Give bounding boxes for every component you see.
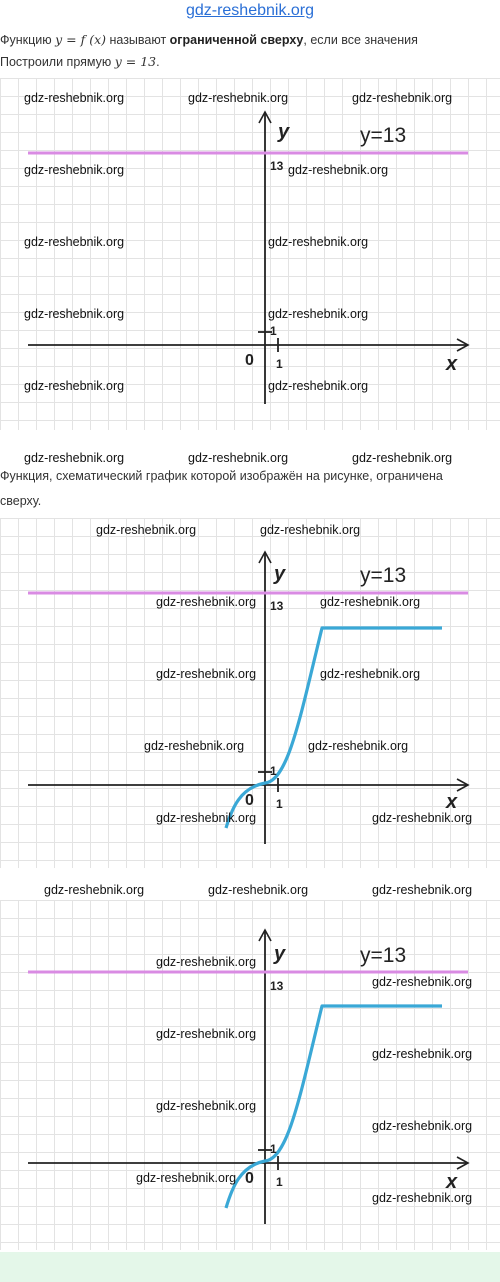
site-header[interactable]: gdz-reshebnik.org: [185, 2, 315, 19]
watermark: gdz-reshebnik.org: [372, 811, 473, 825]
conclusion-line-1: Функция, схематический график которой из…: [0, 469, 443, 483]
definition-prefix: Функцию: [0, 33, 56, 47]
label-13: 13: [270, 979, 284, 993]
watermark: gdz-reshebnik.org: [156, 1027, 257, 1041]
label-x-axis: x: [445, 353, 458, 375]
watermark: gdz-reshebnik.org: [24, 163, 125, 177]
watermark: gdz-reshebnik.org: [352, 91, 453, 105]
function-curve: [224, 626, 442, 829]
watermark: gdz-reshebnik.org: [268, 307, 369, 321]
label-1-x: 1: [276, 797, 283, 811]
line-prefix: Построили прямую: [0, 55, 115, 69]
watermark: gdz-reshebnik.org: [24, 91, 125, 105]
label-y-axis: y: [277, 121, 290, 143]
label-x-axis: x: [445, 1171, 458, 1193]
figure-2-svg: y=13 y x 13 1 1 0: [28, 550, 470, 844]
label-y13: y=13: [360, 564, 406, 587]
label-1-x: 1: [276, 1175, 283, 1189]
formula-y-fx: y = f (x): [55, 32, 107, 47]
label-13: 13: [270, 599, 284, 613]
label-zero: 0: [245, 352, 254, 369]
watermark: gdz-reshebnik.org: [268, 235, 369, 249]
figure-bounded-function-repeat: y=13 y x 13 1 1 0 gdz-reshebnik.org gdz-…: [0, 900, 500, 1250]
watermark: gdz-reshebnik.org: [288, 163, 389, 177]
figure-1-svg: y=13 y x 13 1 1 0: [28, 110, 470, 404]
label-zero: 0: [245, 1170, 254, 1187]
line-suffix: .: [156, 55, 160, 69]
definition-middle: называют: [106, 33, 170, 47]
watermark: gdz-reshebnik.org: [352, 451, 453, 465]
watermark: gdz-reshebnik.org: [372, 1191, 473, 1205]
figure-line-y13: y=13 y x 13 1 1 0 gdz-reshebnik.org gdz-…: [0, 78, 500, 430]
definition-line-2: Построили прямую y = 13.: [0, 52, 500, 72]
label-zero: 0: [245, 792, 254, 809]
watermark: gdz-reshebnik.org: [24, 235, 125, 249]
label-y13: y=13: [360, 124, 406, 147]
watermark: gdz-reshebnik.org: [144, 739, 245, 753]
label-13: 13: [270, 159, 284, 173]
label-x-axis: x: [445, 791, 458, 813]
watermark: gdz-reshebnik.org: [260, 523, 361, 537]
label-y13: y=13: [360, 944, 406, 967]
watermark: gdz-reshebnik.org: [96, 523, 197, 537]
bounded-above-term: ограниченной сверху: [169, 33, 304, 47]
function-curve: [224, 1004, 442, 1209]
watermark: gdz-reshebnik.org: [320, 667, 421, 681]
watermark: gdz-reshebnik.org: [156, 811, 257, 825]
label-1-y: 1: [270, 764, 277, 778]
watermark: gdz-reshebnik.org: [156, 595, 257, 609]
watermark: gdz-reshebnik.org: [372, 1047, 473, 1061]
watermark: gdz-reshebnik.org: [372, 975, 473, 989]
watermark: gdz-reshebnik.org: [24, 379, 125, 393]
watermark: gdz-reshebnik.org: [372, 1119, 473, 1133]
watermark: gdz-reshebnik.org: [208, 883, 309, 897]
watermark: gdz-reshebnik.org: [188, 451, 289, 465]
watermark: gdz-reshebnik.org: [320, 595, 421, 609]
watermark: gdz-reshebnik.org: [268, 379, 369, 393]
label-1-x: 1: [276, 357, 283, 371]
watermark: gdz-reshebnik.org: [24, 451, 125, 465]
label-1-y: 1: [270, 1142, 277, 1156]
definition-line-1: Функцию y = f (x) называют ограниченной …: [0, 30, 500, 50]
watermark: gdz-reshebnik.org: [156, 667, 257, 681]
figure-3-svg: y=13 y x 13 1 1 0: [28, 928, 470, 1224]
watermark: gdz-reshebnik.org: [308, 739, 409, 753]
label-1-y: 1: [270, 324, 277, 338]
definition-suffix: , если все значения: [303, 33, 418, 47]
footer-bar: [0, 1252, 500, 1282]
label-y-axis: y: [273, 563, 286, 585]
watermark: gdz-reshebnik.org: [44, 883, 145, 897]
watermark: gdz-reshebnik.org: [372, 883, 473, 897]
watermark: gdz-reshebnik.org: [156, 955, 257, 969]
conclusion-line-2: сверху.: [0, 494, 42, 508]
watermark: gdz-reshebnik.org: [188, 91, 289, 105]
watermark: gdz-reshebnik.org: [24, 307, 125, 321]
watermark: gdz-reshebnik.org: [136, 1171, 237, 1185]
watermark: gdz-reshebnik.org: [156, 1099, 257, 1113]
label-y-axis: y: [273, 943, 286, 965]
formula-y-13: y = 13: [114, 54, 157, 69]
figure-bounded-function: y=13 y x 13 1 1 0 gdz-reshebnik.org gdz-…: [0, 518, 500, 868]
